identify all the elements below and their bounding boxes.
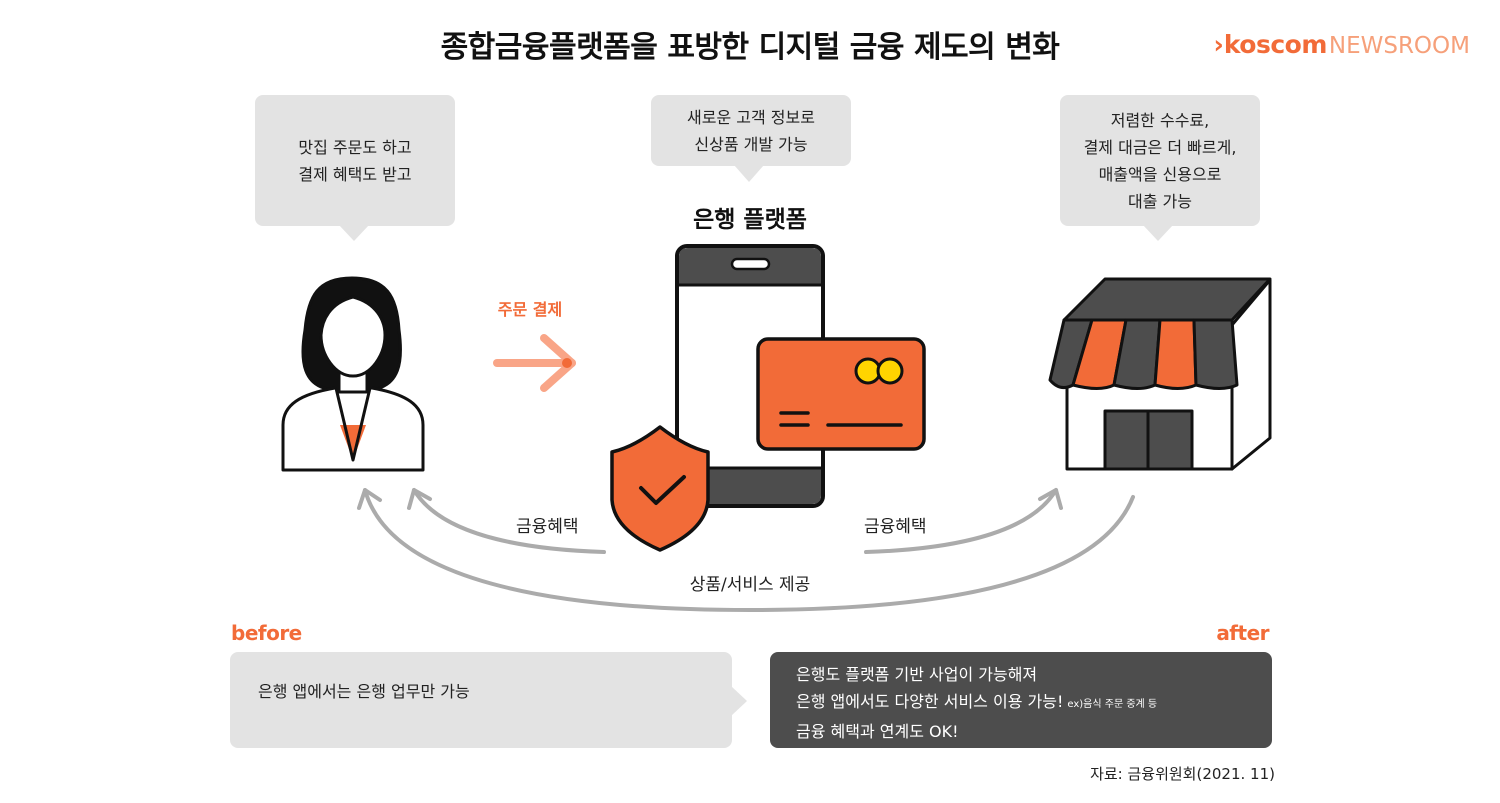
merchant-bubble-text: 저렴한 수수료, 결제 대금은 더 빠르게, 매출액을 신용으로 대출 가능 (1083, 110, 1237, 211)
before-label: before (231, 621, 302, 645)
before-after-connector (731, 686, 747, 716)
after-line-2-note: ex)음식 주문 중계 등 (1067, 699, 1158, 710)
brand-section: NEWSROOM (1328, 33, 1470, 59)
benefit-right-label: 금융혜택 (864, 517, 927, 537)
page-title: 종합금융플랫폼을 표방한 디지털 금융 제도의 변화 (440, 30, 1060, 65)
after-label: after (1216, 621, 1269, 645)
before-text: 은행 앱에서는 은행 업무만 가능 (258, 682, 470, 701)
service-label: 상품/서비스 제공 (689, 575, 811, 595)
source-caption: 자료: 금융위원회(2021. 11) (1090, 765, 1275, 783)
brand-chevron-icon: › (1213, 30, 1224, 59)
credit-card-icon (756, 337, 926, 451)
brand-name: koscom (1223, 30, 1328, 59)
after-box: 은행도 플랫폼 기반 사업이 가능해져 은행 앱에서도 다양한 서비스 이용 가… (770, 652, 1272, 748)
bank-platform-label: 은행 플랫폼 (693, 207, 807, 233)
after-line-1: 은행도 플랫폼 기반 사업이 가능해져 (796, 665, 1038, 684)
after-line-3: 금융 혜택과 연계도 OK! (796, 722, 959, 741)
customer-bubble-text: 맛집 주문도 하고 결제 혜택도 받고 (298, 137, 412, 184)
bank-bubble-text: 새로운 고객 정보로 신상품 개발 가능 (687, 107, 815, 154)
service-arrow (357, 488, 1135, 612)
customer-bubble-tail (339, 225, 369, 241)
customer-speech-bubble: 맛집 주문도 하고 결제 혜택도 받고 (255, 95, 455, 226)
after-line-2-wrap: 은행 앱에서도 다양한 서비스 이용 가능!ex)음식 주문 중계 등 (796, 688, 1157, 718)
store-icon (1048, 277, 1272, 471)
bank-speech-bubble: 새로운 고객 정보로 신상품 개발 가능 (651, 95, 851, 166)
merchant-bubble-tail (1143, 225, 1173, 241)
merchant-speech-bubble: 저렴한 수수료, 결제 대금은 더 빠르게, 매출액을 신용으로 대출 가능 (1060, 95, 1260, 226)
benefit-left-arrow (407, 488, 606, 554)
shield-check-icon (610, 425, 710, 552)
before-box: 은행 앱에서는 은행 업무만 가능 (230, 652, 732, 748)
benefit-right-arrow (864, 488, 1063, 554)
benefit-left-label: 금융혜택 (516, 517, 579, 537)
order-payment-label: 주문 결제 (497, 300, 563, 319)
arrow-right-icon (493, 334, 576, 392)
customer-woman-icon (281, 276, 425, 472)
brand-logo: ›koscomNEWSROOM (1214, 30, 1471, 59)
bank-bubble-tail (734, 165, 764, 182)
after-line-2: 은행 앱에서도 다양한 서비스 이용 가능! (796, 692, 1064, 711)
